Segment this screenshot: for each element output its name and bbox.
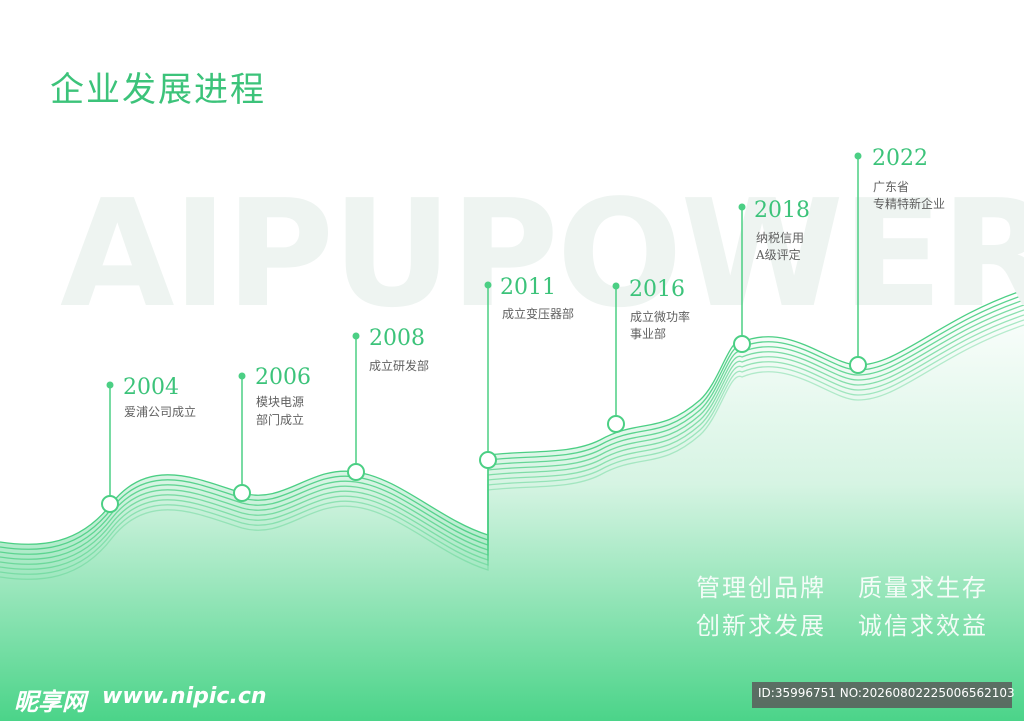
wave-line <box>0 309 1024 565</box>
milestone-year-2016: 2016 <box>629 277 685 302</box>
milestone-top-dot <box>484 281 492 289</box>
milestone-desc-2008-line1: 成立研发部 <box>369 359 430 373</box>
milestone-desc-2011-line1: 成立变压器部 <box>502 307 575 321</box>
milestone-top-dot <box>238 372 246 380</box>
wave-line <box>0 289 1024 545</box>
id-text: ID:35996751 NO:20260802225006562103 <box>758 686 1015 700</box>
milestone-top-dot <box>352 332 360 340</box>
milestone-node <box>233 484 251 502</box>
brand-watermark: AIPUPOWER <box>60 168 1024 340</box>
id-bar <box>752 682 1012 708</box>
milestone-node <box>101 495 119 513</box>
milestone-year-2018: 2018 <box>754 198 810 223</box>
site-url: www.nipic.cn <box>102 684 267 709</box>
milestone-desc-2018-line1: 纳税信用 <box>756 231 805 245</box>
slogan-1-left: 管理创品牌 <box>696 574 826 602</box>
wave-line <box>0 294 1024 550</box>
milestone-year-2008: 2008 <box>369 326 425 351</box>
page-title: 企业发展进程 <box>50 70 266 110</box>
wave-line <box>0 314 1024 570</box>
milestone-year-2011: 2011 <box>500 275 556 300</box>
milestone-desc-2016-line2: 事业部 <box>630 327 667 341</box>
milestone-year-2004: 2004 <box>123 375 179 400</box>
milestone-desc-2006-line2: 部门成立 <box>256 413 305 427</box>
milestone-node <box>849 356 867 374</box>
slogan-2-right: 诚信求效益 <box>858 612 988 640</box>
milestone-top-dot <box>854 152 862 160</box>
milestone-desc-2004-line1: 爱浦公司成立 <box>124 405 197 419</box>
slogan-1-right: 质量求生存 <box>858 574 988 602</box>
gradient-area <box>0 290 1024 721</box>
milestone-node <box>347 463 365 481</box>
wave-line <box>0 299 1024 555</box>
milestone-top-dot <box>612 282 620 290</box>
wave-line <box>0 324 1024 580</box>
milestone-top-dot <box>738 203 746 211</box>
site-logo: 昵享网 <box>14 688 86 716</box>
milestone-node <box>733 335 751 353</box>
milestone-year-2006: 2006 <box>255 365 311 390</box>
milestone-desc-2006-line1: 模块电源 <box>256 395 305 409</box>
milestone-top-dot <box>106 381 114 389</box>
milestone-desc-2022-line2: 专精特新企业 <box>873 197 946 211</box>
wave-line <box>0 319 1024 575</box>
milestone-desc-2022-line1: 广东省 <box>873 180 910 194</box>
milestone-node <box>607 415 625 433</box>
wave-lines <box>0 289 1024 580</box>
milestone-year-2022: 2022 <box>872 146 928 171</box>
milestone-desc-2016-line1: 成立微功率 <box>630 310 691 324</box>
milestone-node <box>479 451 497 469</box>
milestone-desc-2018-line2: A级评定 <box>756 248 801 262</box>
wave-line <box>0 304 1024 560</box>
slogan-2-left: 创新求发展 <box>696 612 826 640</box>
